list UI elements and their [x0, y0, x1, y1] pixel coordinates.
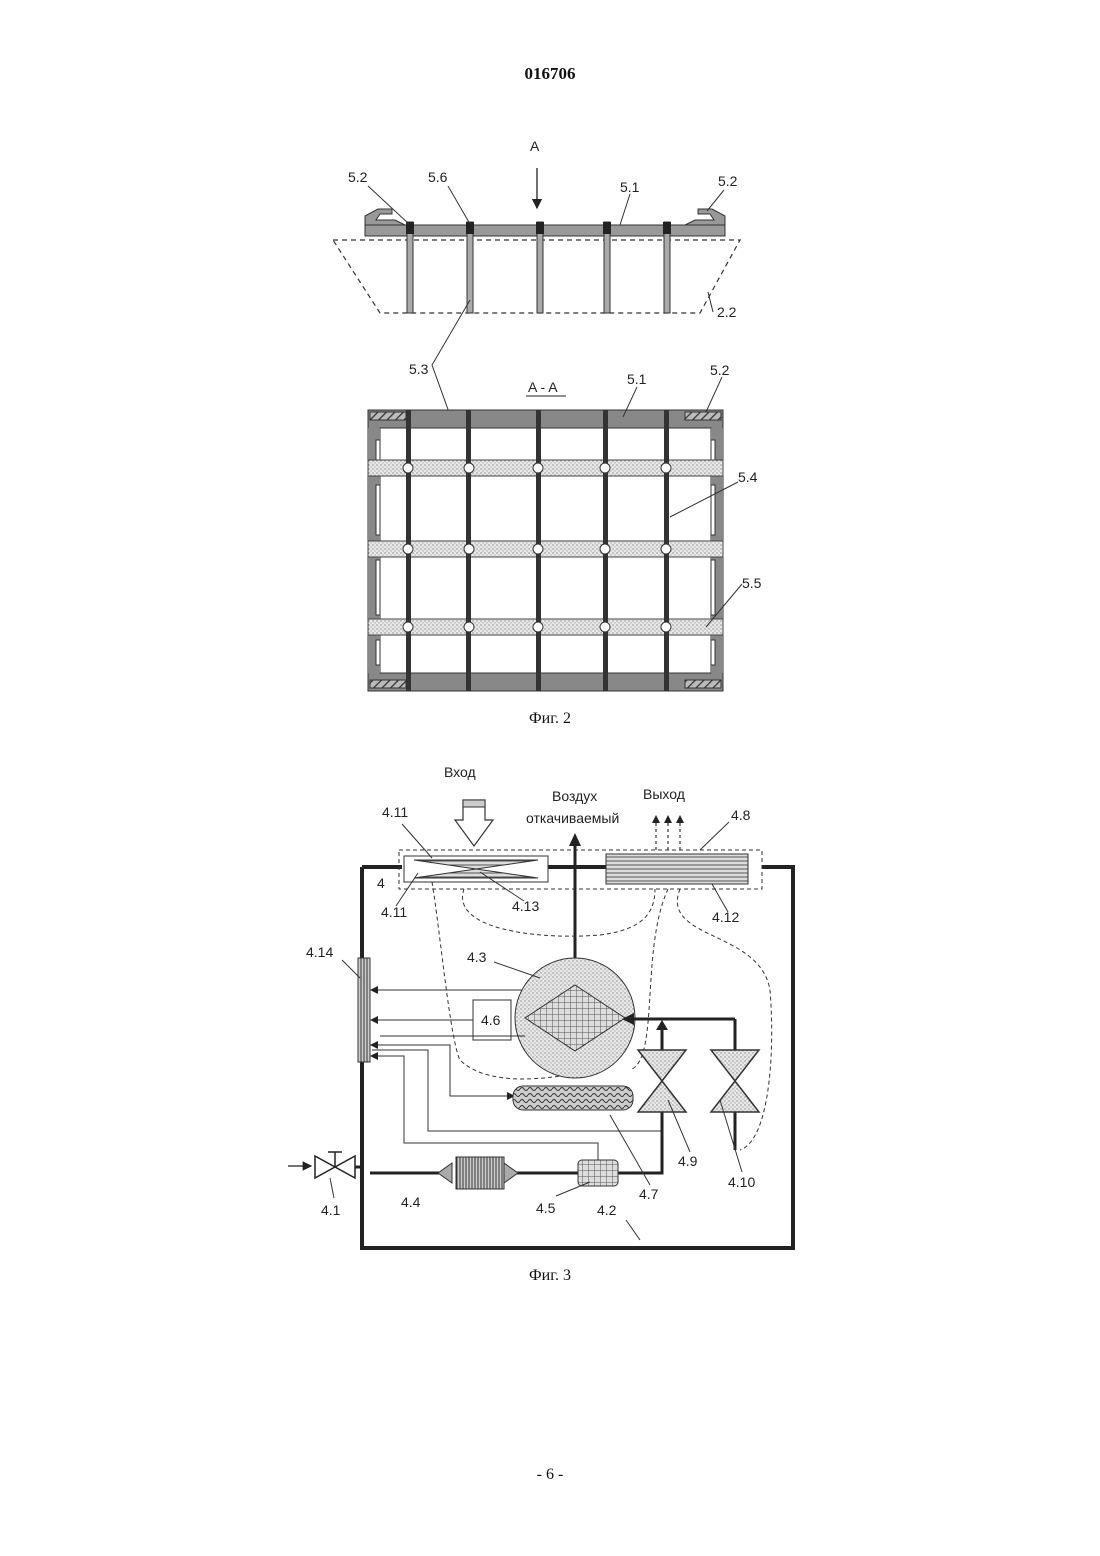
label-2-2: 2.2: [717, 304, 737, 320]
component-4-5: [578, 1160, 618, 1186]
label-5-1-section: 5.1: [627, 371, 647, 387]
label-5-2-right: 5.2: [718, 173, 738, 189]
control-bar: [358, 958, 370, 1062]
label-4-3: 4.3: [467, 949, 487, 965]
label-4-11-top: 4.11: [382, 804, 408, 820]
figure2-caption: Фиг. 2: [0, 710, 1100, 728]
label-4-10: 4.10: [728, 1174, 755, 1190]
label-4-14: 4.14: [306, 944, 333, 960]
page-footer: - 6 -: [0, 1466, 1100, 1484]
label-4-1: 4.1: [321, 1202, 341, 1218]
air-label-line1: Воздух: [552, 788, 597, 804]
corner-bracket: [370, 412, 406, 420]
label-5-5: 5.5: [742, 575, 762, 591]
left-bracket: [365, 209, 405, 225]
right-bracket: [685, 209, 725, 225]
corner-bracket: [685, 412, 721, 420]
label-4-7: 4.7: [639, 1186, 659, 1202]
outlet-label: Выход: [643, 786, 685, 802]
label-4: 4: [377, 875, 385, 891]
label-5-4: 5.4: [738, 469, 758, 485]
label-5-2-left: 5.2: [348, 169, 368, 185]
corner-bracket: [370, 680, 406, 688]
filter: [513, 1086, 633, 1110]
section-label: A - A: [528, 379, 558, 395]
fig2-section-aa: A - A: [368, 362, 762, 691]
inlet-label: Вход: [444, 764, 476, 780]
label-4-5: 4.5: [536, 1200, 556, 1216]
label-5-6: 5.6: [428, 169, 448, 185]
label-5-3: 5.3: [409, 361, 429, 377]
fig3-diagram: Вход Воздух откачиваемый Выход: [288, 764, 793, 1248]
valve-4-9: [638, 1050, 686, 1112]
component-4-4: [456, 1157, 504, 1189]
label-4-2: 4.2: [597, 1202, 617, 1218]
label-4-8: 4.8: [731, 807, 751, 823]
heat-exchanger: [606, 854, 748, 884]
label-4-11-bottom: 4.11: [381, 904, 407, 920]
valve-4-10: [711, 1050, 759, 1112]
corner-bracket: [685, 680, 721, 688]
label-4-6: 4.6: [481, 1012, 501, 1028]
view-arrow-label: A: [530, 138, 540, 154]
label-4-13: 4.13: [512, 898, 539, 914]
label-4-12: 4.12: [712, 909, 739, 925]
label-4-4: 4.4: [401, 1194, 421, 1210]
figure3-caption: Фиг. 3: [0, 1267, 1100, 1285]
air-label-line2: откачиваемый: [526, 810, 619, 826]
label-4-9: 4.9: [678, 1153, 698, 1169]
label-5-2-section: 5.2: [710, 362, 730, 378]
label-5-1-top: 5.1: [620, 179, 640, 195]
